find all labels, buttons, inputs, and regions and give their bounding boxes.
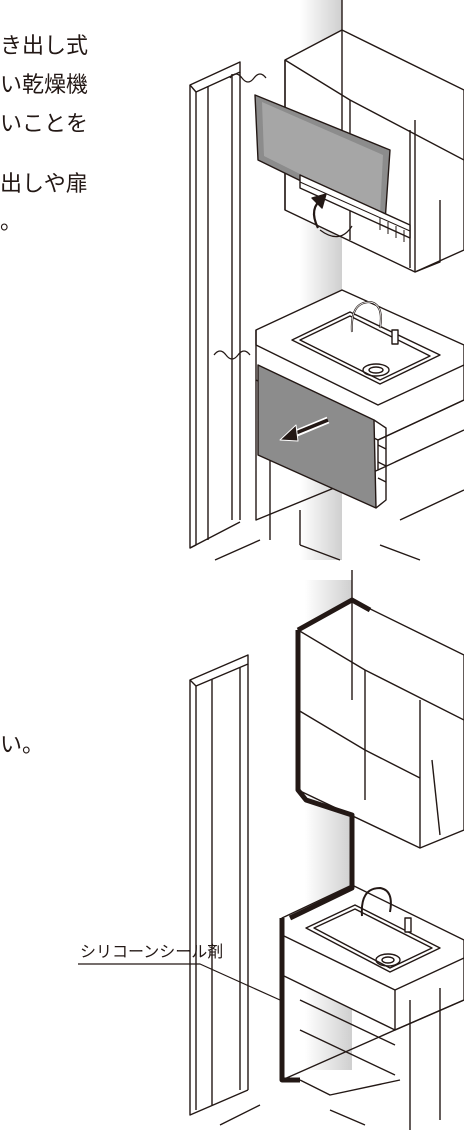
instruction-text-line-1: き出し式 xyxy=(0,34,89,59)
illustration-open-doors xyxy=(189,0,464,561)
silicone-sealant-label: シリコーンシール剤 xyxy=(80,942,224,961)
instruction-text-line-5: 。 xyxy=(0,210,23,235)
instruction-text-line-6: い。 xyxy=(0,733,45,758)
instruction-text-line-2: い乾燥機 xyxy=(0,73,89,98)
instruction-text-line-3: いことを xyxy=(0,112,89,137)
instruction-text-line-4: 出しや扉 xyxy=(0,172,88,197)
illustration-sealant xyxy=(78,570,464,1130)
